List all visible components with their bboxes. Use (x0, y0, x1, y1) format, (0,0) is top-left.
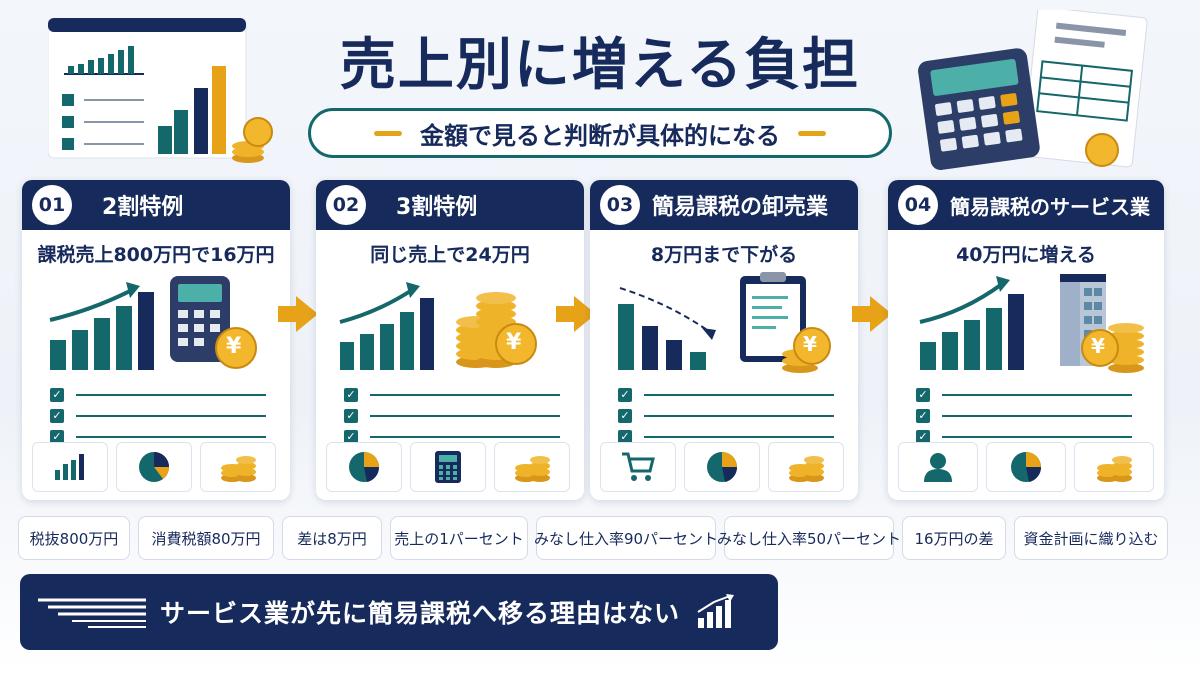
card-subtitle: 課税売上800万円で16万円 (37, 244, 275, 266)
pie-chart-tile (326, 442, 402, 492)
pie-chart-icon (139, 452, 169, 482)
checklist: ✓ ✓ ✓ (316, 380, 584, 447)
card-title: 簡易課税のサービス業 (950, 194, 1150, 219)
card-number: 02 (326, 185, 366, 225)
pie-chart-tile (684, 442, 760, 492)
card-title: 3割特例 (396, 195, 478, 220)
report-document-illustration (47, 17, 273, 163)
coins-icon (789, 456, 824, 482)
card-number: 04 (898, 185, 938, 225)
pie-chart-tile (116, 442, 192, 492)
check-icon: ✓ (50, 408, 64, 423)
bar-chart-tile (32, 442, 108, 492)
coins-icon (1097, 456, 1132, 482)
pill-item: 資金計画に織り込む (1014, 516, 1168, 560)
icon-tiles (32, 442, 276, 492)
yen-coin-label: ¥ (506, 330, 522, 355)
next-arrow-icon (852, 296, 892, 332)
pill-item: みなし仕入率50パーセント (717, 516, 901, 560)
card-number: 03 (600, 185, 640, 225)
card-title: 簡易課税の卸売業 (652, 195, 829, 220)
checklist: ✓ ✓ ✓ (22, 380, 290, 447)
coins-tile (1074, 442, 1154, 492)
pill-item: 税抜800万円 (18, 516, 130, 560)
check-icon: ✓ (344, 387, 358, 402)
growth-chart-coins-illustration: ¥ (316, 270, 584, 380)
coins-tile (768, 442, 844, 492)
card-kan-i-service: 04 簡易課税のサービス業 40万円に増える ¥ ✓ ✓ ✓ (888, 180, 1164, 500)
pill-item: 消費税額80万円 (138, 516, 274, 560)
icon-tiles (326, 442, 570, 492)
check-icon: ✓ (50, 429, 64, 444)
check-icon: ✓ (50, 387, 64, 402)
card-title: 2割特例 (102, 195, 184, 220)
check-icon: ✓ (344, 408, 358, 423)
card-subtitle: 40万円に増える (956, 244, 1096, 266)
card-number: 01 (32, 185, 72, 225)
shopping-cart-icon (622, 452, 655, 481)
subtitle-bar-left (374, 130, 402, 136)
growth-chart-calculator-illustration: ¥ (22, 270, 290, 380)
check-icon: ✓ (618, 408, 632, 423)
yen-coin-label: ¥ (1091, 334, 1105, 358)
icon-tiles (600, 442, 844, 492)
pill-item: 16万円の差 (902, 516, 1006, 560)
pill-item: 差は8万円 (282, 516, 382, 560)
speed-lines-icon (38, 598, 146, 628)
calculator-tile (410, 442, 486, 492)
pie-chart-icon (349, 452, 380, 482)
subtitle-text: 金額で見ると判断が具体的になる (420, 121, 780, 150)
pie-chart-icon (1011, 452, 1042, 482)
coins-tile (200, 442, 276, 492)
card-header: 02 3割特例 (316, 180, 584, 230)
next-arrow-icon (278, 296, 318, 332)
card-header: 01 2割特例 (22, 180, 290, 230)
checklist: ✓ ✓ ✓ (590, 380, 858, 447)
person-icon (924, 453, 952, 482)
card-kan-i-wholesale: 03 簡易課税の卸売業 8万円まで下がる ¥ ✓ ✓ ✓ (590, 180, 858, 500)
check-icon: ✓ (618, 429, 632, 444)
conclusion-text: サービス業が先に簡易課税へ移る理由はない (160, 599, 681, 628)
page-title: 売上別に増える負担 (339, 33, 861, 98)
calculator-sheet-illustration (910, 6, 1150, 170)
coins-icon (515, 456, 550, 482)
coins-tile (494, 442, 570, 492)
card-header: 04 簡易課税のサービス業 (888, 180, 1164, 230)
pie-chart-icon (707, 452, 738, 482)
check-icon: ✓ (344, 429, 358, 444)
pill-item: みなし仕入率90パーセント (534, 516, 718, 560)
declining-chart-clipboard-illustration: ¥ (590, 270, 858, 380)
card-subtitle: 8万円まで下がる (650, 244, 798, 266)
card-subtitle: 同じ売上で24万円 (370, 244, 530, 266)
icon-tiles (898, 442, 1154, 492)
subtitle-bar-right (798, 130, 826, 136)
bar-chart-icon (55, 454, 84, 480)
yen-coin-label: ¥ (226, 334, 242, 359)
card-3wari-tokurei: 02 3割特例 同じ売上で24万円 ¥ ✓ ✓ ✓ (316, 180, 584, 500)
card-header: 03 簡易課税の卸売業 (590, 180, 858, 230)
coins-icon (221, 456, 256, 482)
page-subtitle: 金額で見ると判断が具体的になる (308, 108, 892, 158)
growth-bars-icon (697, 594, 735, 628)
keyword-pills: 税抜800万円 消費税額80万円 差は8万円 売上の1パーセント みなし仕入率9… (18, 516, 1182, 560)
person-tile (898, 442, 978, 492)
check-icon: ✓ (618, 387, 632, 402)
pie-chart-tile (986, 442, 1066, 492)
cart-tile (600, 442, 676, 492)
check-icon: ✓ (916, 429, 930, 444)
card-2wari-tokurei: 01 2割特例 課税売上800万円で16万円 ¥ ✓ ✓ ✓ (22, 180, 290, 500)
yen-coin-label: ¥ (803, 332, 817, 356)
checklist: ✓ ✓ ✓ (888, 380, 1164, 447)
check-icon: ✓ (916, 387, 930, 402)
check-icon: ✓ (916, 408, 930, 423)
growth-chart-building-illustration: ¥ (888, 270, 1164, 380)
conclusion-banner: サービス業が先に簡易課税へ移る理由はない (20, 574, 778, 650)
calculator-icon (435, 451, 461, 483)
pill-item: 売上の1パーセント (390, 516, 528, 560)
